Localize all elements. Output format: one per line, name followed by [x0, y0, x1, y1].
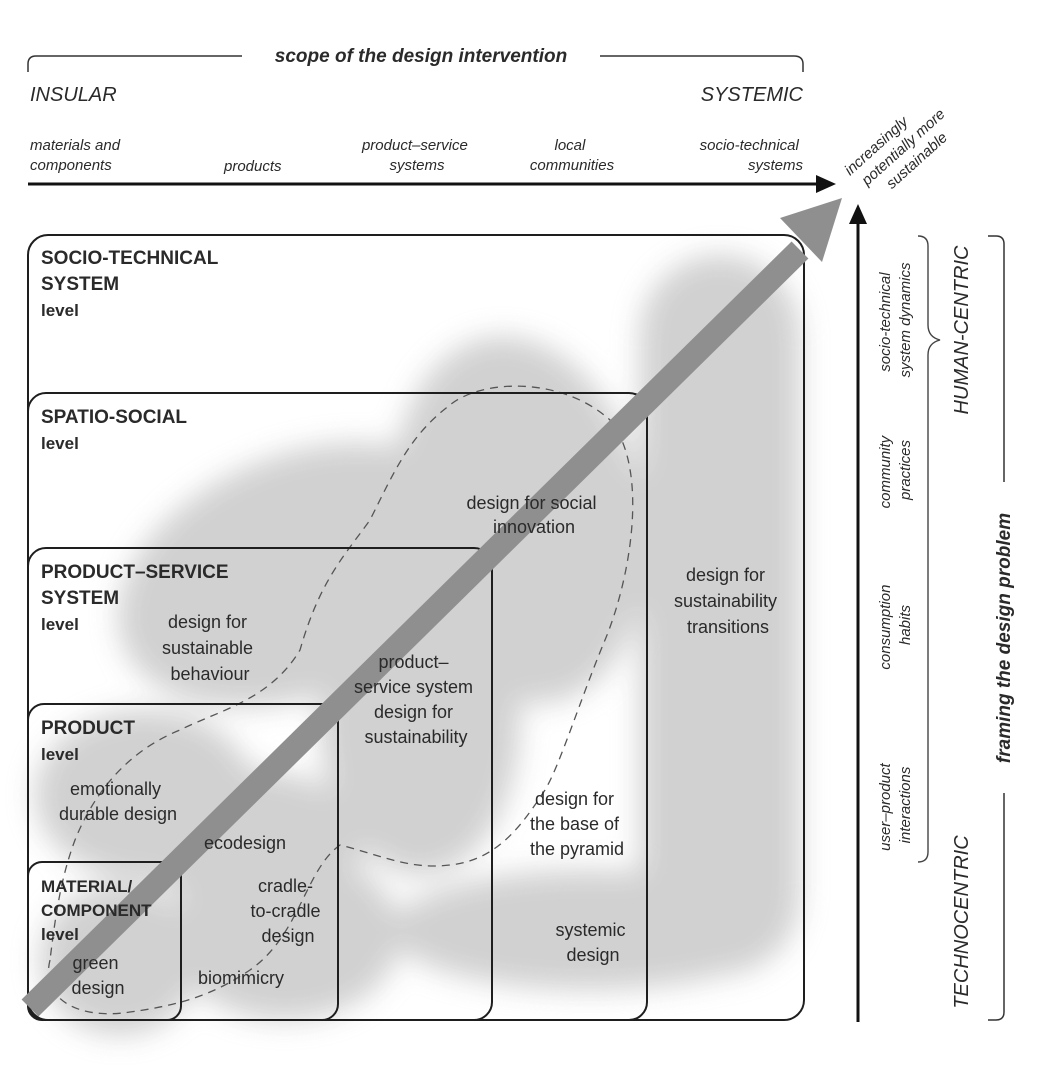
scope-category-communities: local communities	[530, 137, 615, 174]
box-material	[27, 861, 182, 1021]
framing-categories: socio-technical system dynamics communit…	[877, 262, 914, 851]
scope-bracket	[27, 55, 804, 72]
approach-labels: design for social innovation design for …	[59, 493, 782, 998]
approach-emotionally-durable: emotionally durable design	[59, 779, 177, 824]
approach-sustainable-behaviour: design for sustainable behaviour	[162, 612, 258, 684]
scope-right-end: SYSTEMIC	[701, 84, 804, 106]
framing-category-dynamics: socio-technical system dynamics	[877, 262, 914, 378]
framing-bracket	[988, 235, 1005, 1021]
approach-social-innovation: design for social innovation	[466, 493, 601, 537]
scope-category-socio-technical: socio-technical systems	[700, 137, 804, 174]
dashed-outline	[47, 385, 634, 1015]
approach-base-of-pyramid: design for the base of the pyramid	[530, 789, 624, 859]
human-centric-label: HUMAN-CENTRIC	[951, 245, 973, 414]
scope-left-end: INSULAR	[30, 84, 117, 106]
approach-ecodesign: ecodesign	[204, 833, 286, 853]
approach-systemic-design: systemic design	[555, 920, 630, 965]
level-product-service: PRODUCT–SERVICE SYSTEM level	[41, 562, 234, 634]
diagonal-note: increasingly potentially more sustainabl…	[841, 89, 964, 208]
approach-green-design: green design	[71, 953, 124, 998]
scope-category-products: products	[223, 158, 282, 175]
area-product-service-system	[320, 565, 520, 875]
level-material-component: MATERIAL/ COMPONENT level	[41, 877, 156, 944]
scope-category-pss: product–service systems	[361, 137, 472, 174]
framing-axis-arrow	[849, 204, 867, 1022]
scope-category-materials: materials and components	[30, 137, 124, 174]
framing-title: framing the design problem	[994, 513, 1015, 763]
approach-areas	[35, 255, 800, 1035]
scope-title: scope of the design intervention	[275, 46, 567, 67]
approach-transitions: design for sustainability transitions	[674, 565, 782, 637]
framing-category-interactions: user–product interactions	[877, 759, 914, 851]
scope-axis-arrow	[28, 175, 836, 193]
human-centric-brace	[917, 235, 941, 863]
approach-pss-design: product– service system design for susta…	[354, 652, 478, 747]
level-product: PRODUCT level	[41, 718, 140, 764]
level-socio-technical: SOCIO-TECHNICAL SYSTEM level	[41, 248, 223, 320]
area-transitions	[640, 255, 800, 975]
approach-cradle-to-cradle: cradle- to-cradle design	[250, 876, 325, 946]
box-product	[27, 703, 339, 1021]
approach-biomimicry: biomimicry	[198, 968, 284, 988]
sustainability-arrow	[21, 198, 842, 1017]
level-boxes	[27, 234, 805, 1021]
technocentric-label: TECHNOCENTRIC	[951, 835, 973, 1009]
area-cradle-to-cradle	[170, 850, 400, 1020]
level-spatio-social: SPATIO-SOCIAL level	[41, 407, 192, 453]
framing-category-community: community practices	[877, 432, 914, 509]
area-green-design	[40, 885, 200, 1035]
framing-category-consumption: consumption habits	[877, 580, 914, 669]
